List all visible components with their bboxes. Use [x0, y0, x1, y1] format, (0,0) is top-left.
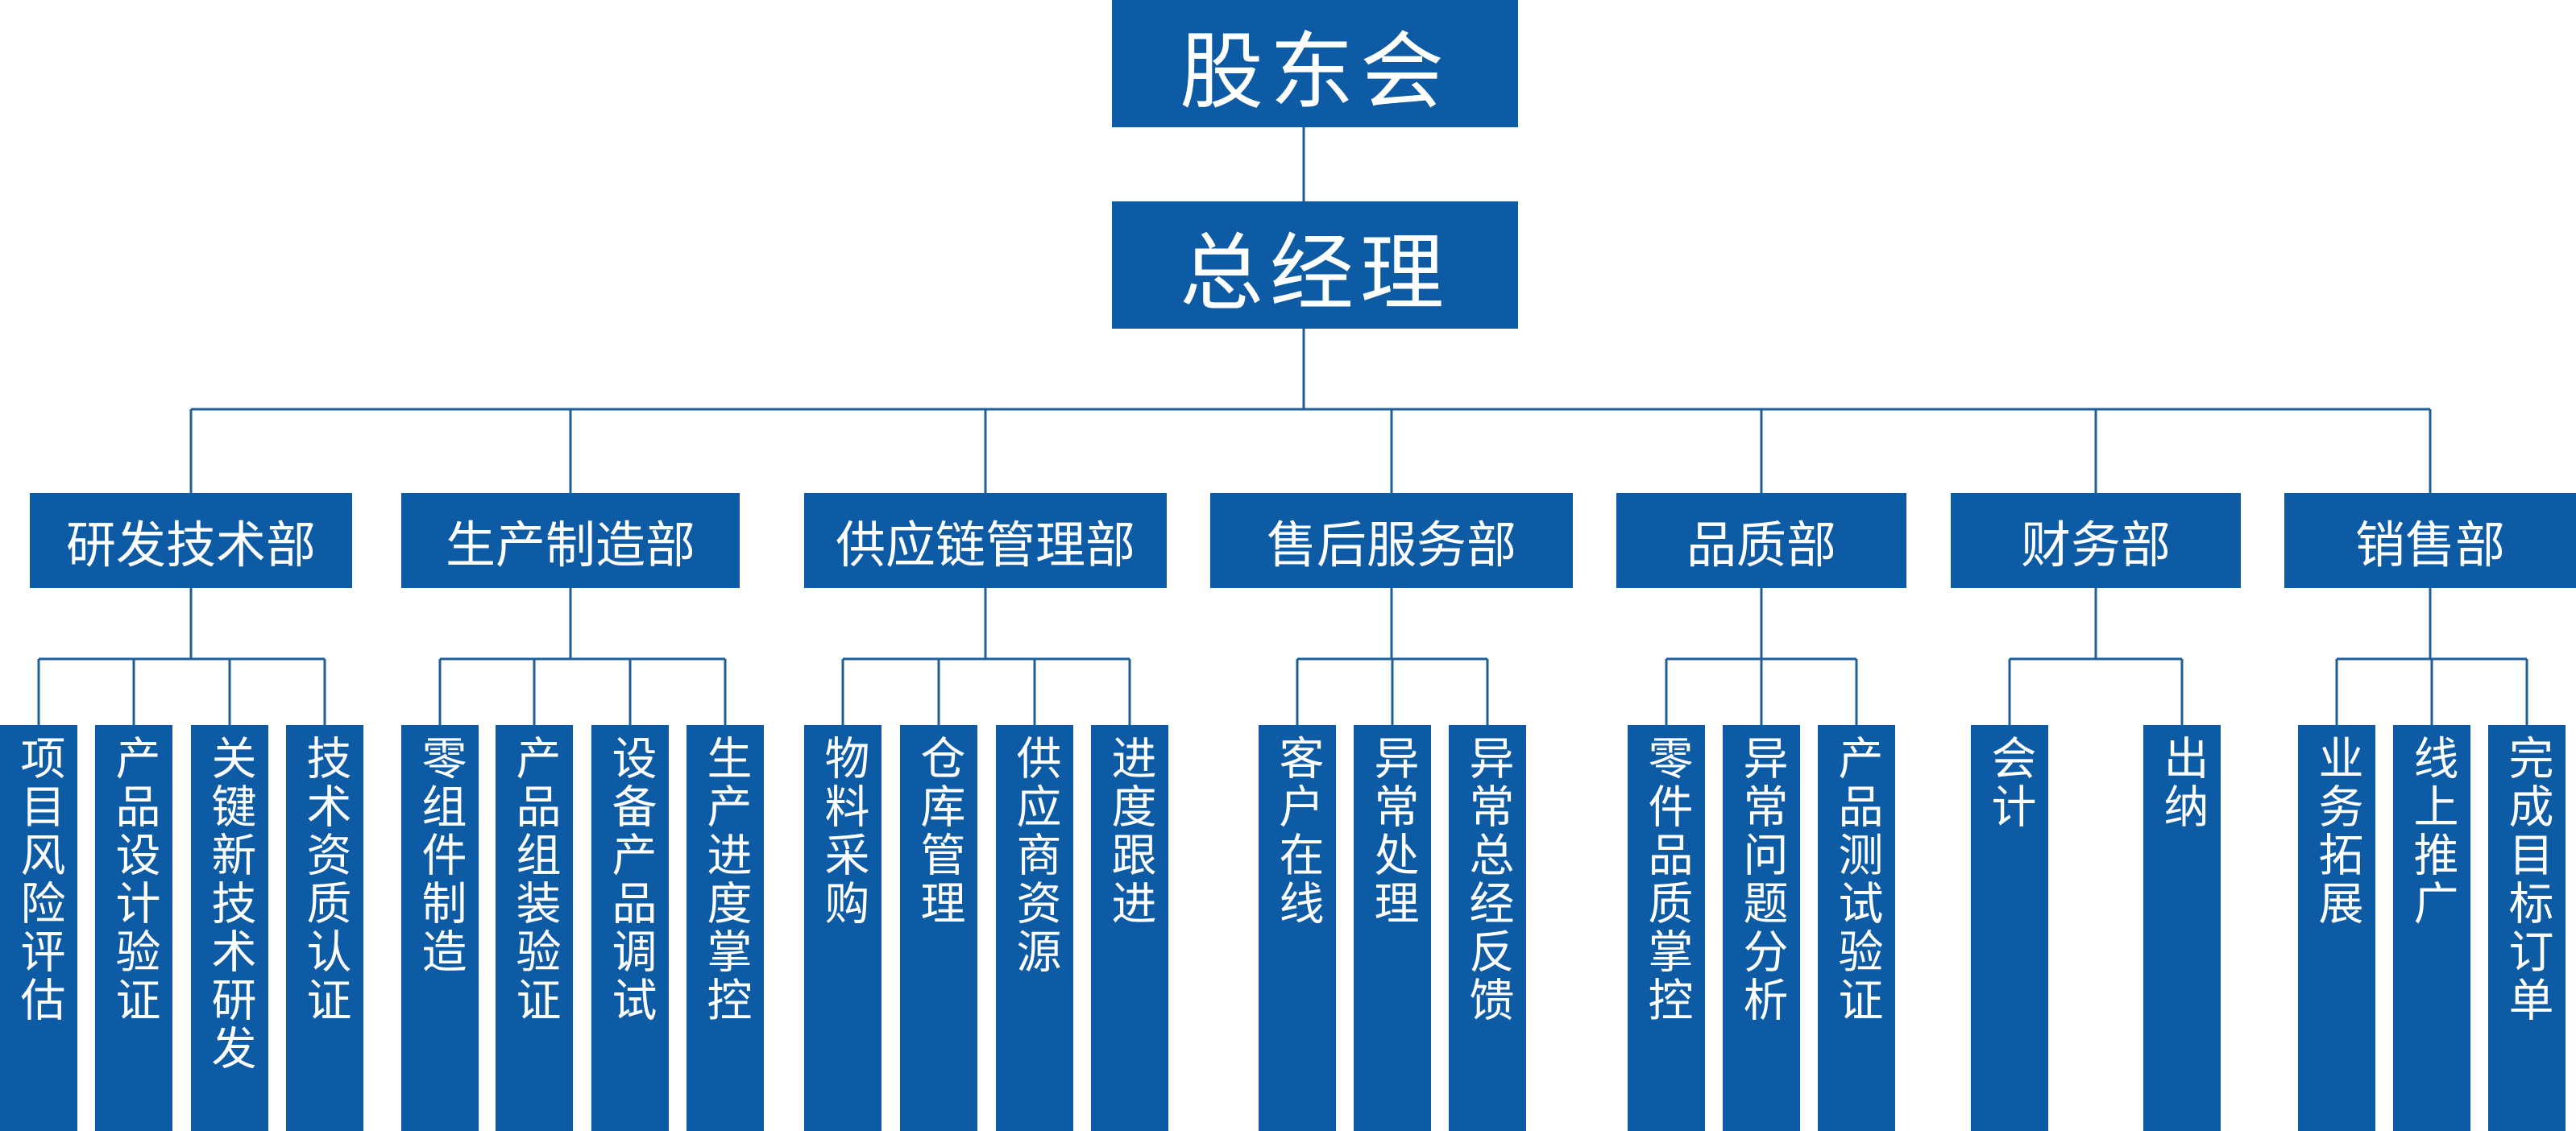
- shareholders-box: 股东会: [1112, 0, 1518, 127]
- sub-supply-chain-2: 供应商资源: [996, 725, 1073, 1131]
- sub-label: 关键新技术研发: [204, 735, 256, 1073]
- sub-after-sales-1: 异常处理: [1354, 725, 1431, 1131]
- sub-rnd-3: 技术资质认证: [286, 725, 363, 1131]
- sub-label: 客户在线: [1271, 735, 1324, 928]
- sub-label: 完成目标订单: [2501, 735, 2553, 1025]
- sub-finance-1: 出纳: [2143, 725, 2221, 1131]
- sub-label: 线上推广: [2406, 735, 2458, 928]
- sub-label: 会计: [1984, 735, 2036, 831]
- sub-finance-0: 会计: [1971, 725, 2048, 1131]
- sub-supply-chain-3: 进度跟进: [1091, 725, 1168, 1131]
- dept-quality: 品质部: [1616, 493, 1906, 588]
- sub-production-0: 零组件制造: [401, 725, 479, 1131]
- dept-sales: 销售部: [2284, 493, 2576, 588]
- sub-label: 产品设计验证: [108, 735, 160, 1025]
- sub-after-sales-0: 客户在线: [1259, 725, 1336, 1131]
- sub-production-3: 生产进度掌控: [687, 725, 764, 1131]
- sub-label: 零件品质掌控: [1641, 735, 1693, 1025]
- sub-quality-2: 产品测试验证: [1818, 725, 1895, 1131]
- sub-label: 设备产品调试: [604, 735, 657, 1025]
- sub-production-1: 产品组装验证: [496, 725, 573, 1131]
- sub-after-sales-2: 异常总经反馈: [1449, 725, 1526, 1131]
- sub-label: 出纳: [2156, 735, 2209, 831]
- sub-rnd-2: 关键新技术研发: [191, 725, 268, 1131]
- sub-label: 异常总经反馈: [1462, 735, 1514, 1025]
- sub-label: 项目风险评估: [13, 735, 65, 1025]
- dept-after-sales: 售后服务部: [1210, 493, 1573, 588]
- sub-label: 业务拓展: [2311, 735, 2363, 928]
- sub-quality-1: 异常问题分析: [1723, 725, 1800, 1131]
- sub-production-2: 设备产品调试: [591, 725, 669, 1131]
- sub-supply-chain-0: 物料采购: [804, 725, 881, 1131]
- sub-label: 仓库管理: [913, 735, 965, 928]
- sub-label: 异常问题分析: [1736, 735, 1788, 1025]
- sub-quality-0: 零件品质掌控: [1628, 725, 1705, 1131]
- sub-supply-chain-1: 仓库管理: [900, 725, 977, 1131]
- sub-label: 零组件制造: [414, 735, 467, 976]
- sub-label: 产品测试验证: [1831, 735, 1883, 1025]
- sub-rnd-1: 产品设计验证: [95, 725, 172, 1131]
- sub-label: 技术资质认证: [299, 735, 351, 1025]
- sub-label: 进度跟进: [1104, 735, 1156, 928]
- dept-rnd: 研发技术部: [30, 493, 352, 588]
- sub-label: 物料采购: [817, 735, 869, 928]
- sub-rnd-0: 项目风险评估: [0, 725, 77, 1131]
- sub-label: 供应商资源: [1009, 735, 1061, 976]
- sub-sales-0: 业务拓展: [2298, 725, 2375, 1131]
- sub-sales-1: 线上推广: [2393, 725, 2470, 1131]
- sub-label: 产品组装验证: [508, 735, 561, 1025]
- sub-sales-2: 完成目标订单: [2488, 725, 2566, 1131]
- dept-finance: 财务部: [1951, 493, 2241, 588]
- dept-supply-chain: 供应链管理部: [804, 493, 1167, 588]
- dept-production: 生产制造部: [401, 493, 740, 588]
- general-manager-box: 总经理: [1112, 201, 1518, 329]
- sub-label: 生产进度掌控: [699, 735, 752, 1025]
- sub-label: 异常处理: [1367, 735, 1419, 928]
